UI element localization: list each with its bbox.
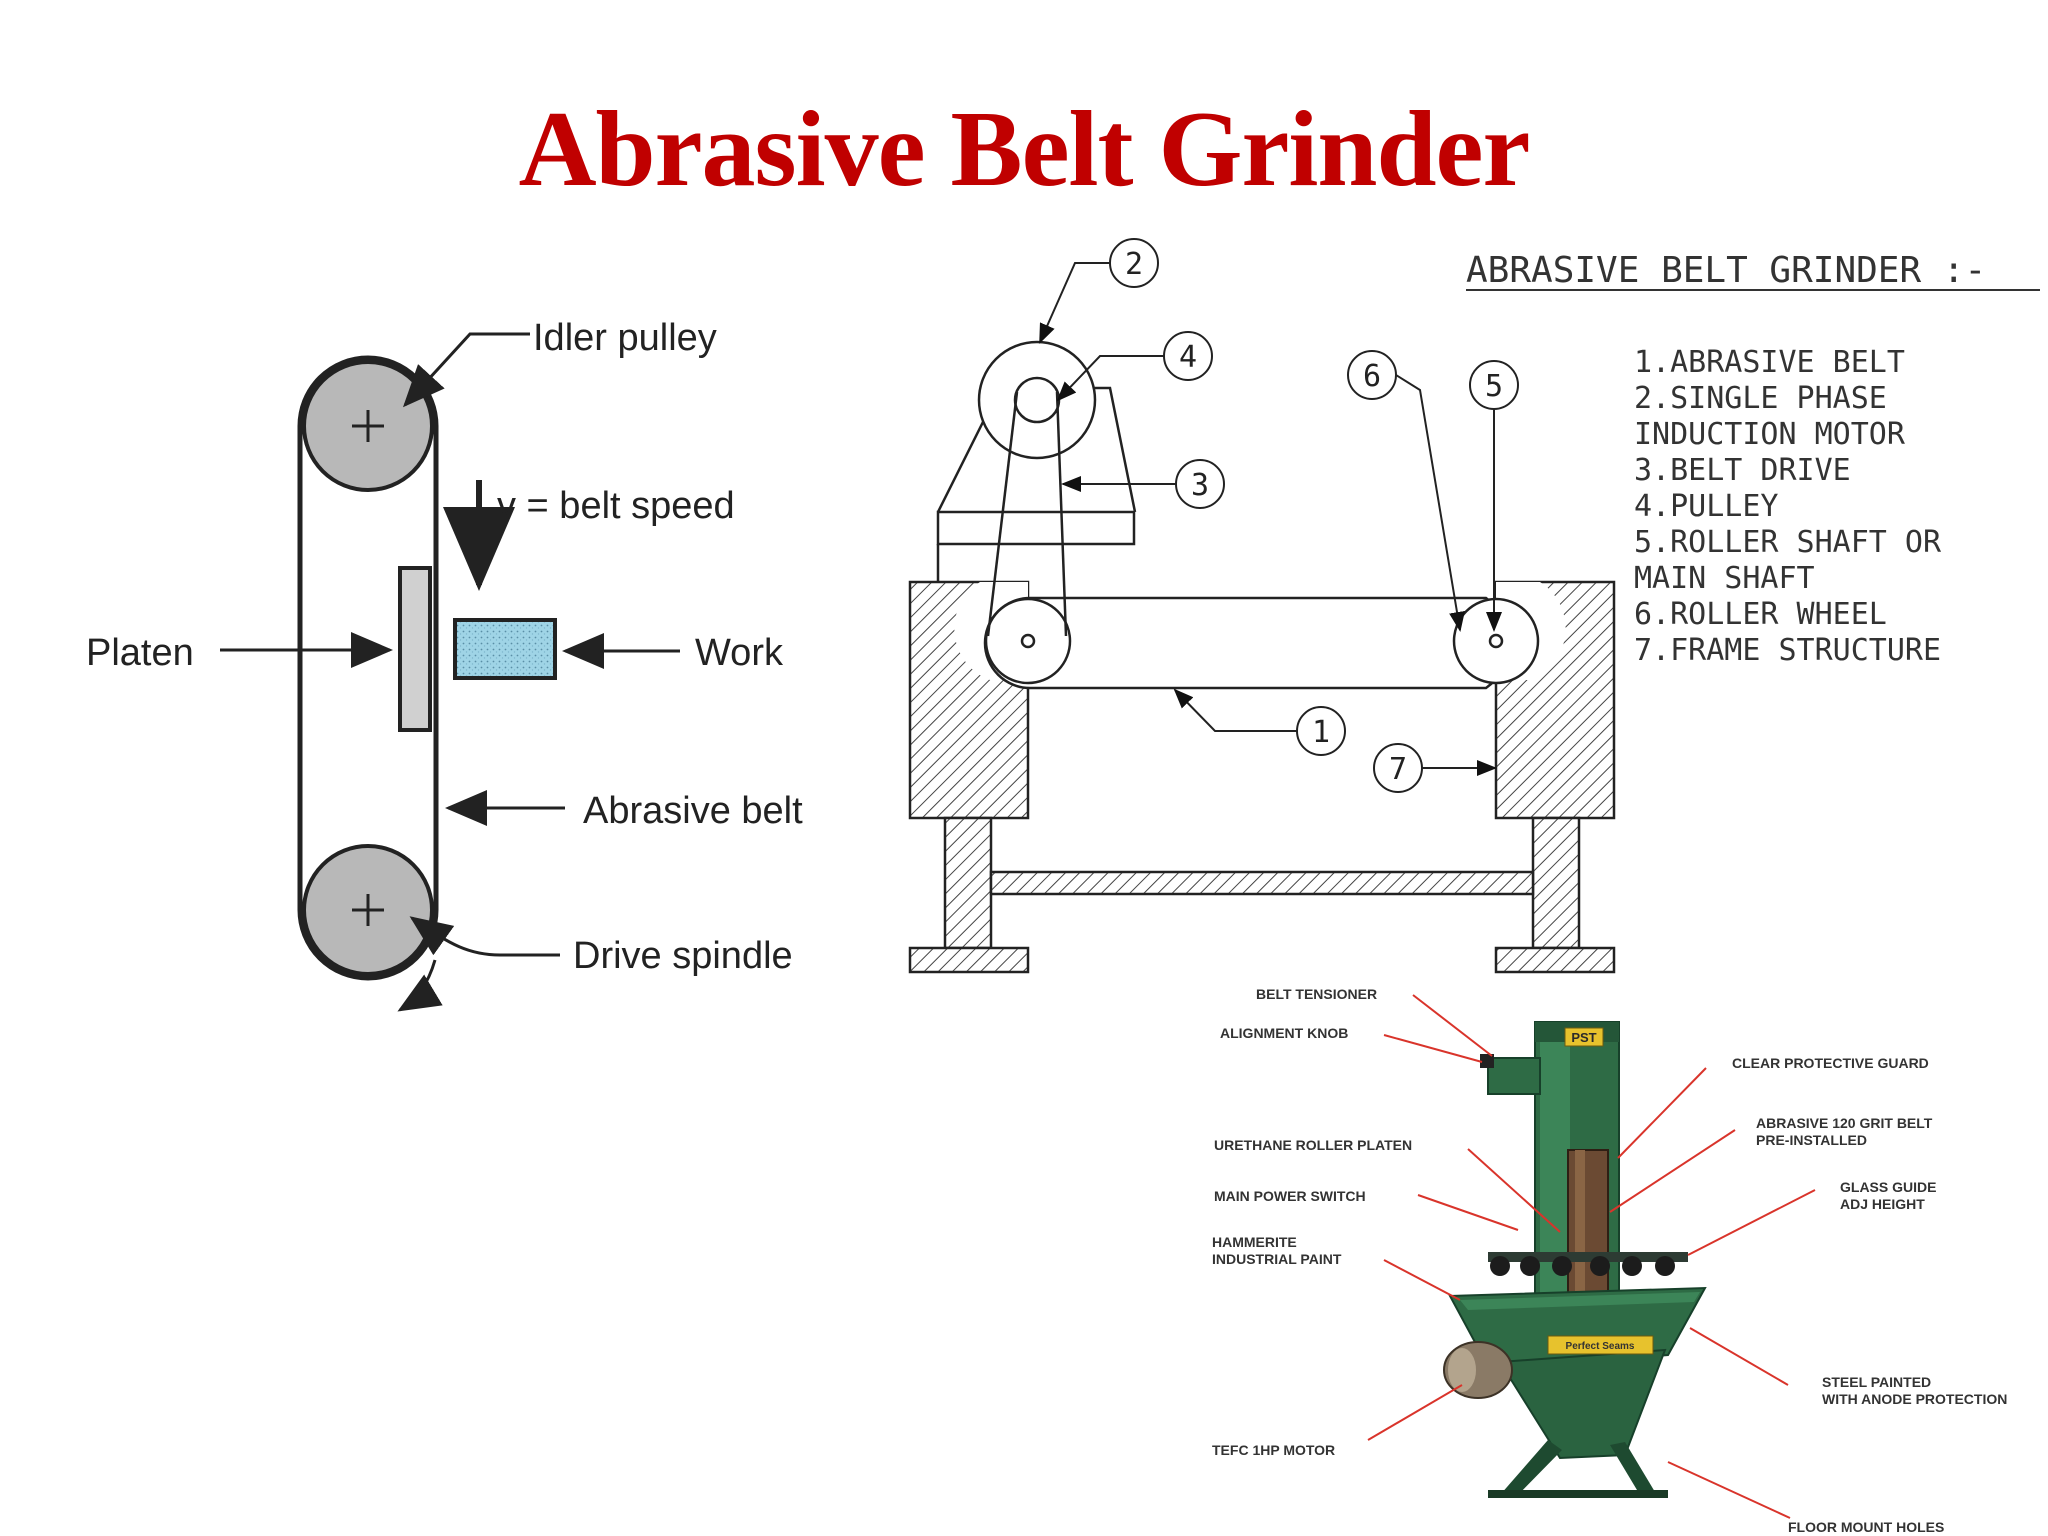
platen-plate <box>398 566 432 732</box>
legend-line: 2.SINGLE PHASE <box>1634 381 1887 416</box>
cad-left-roller <box>984 597 1072 685</box>
work-piece <box>453 618 557 680</box>
callout-urethane-roller-platen: URETHANE ROLLER PLATEN <box>1214 1137 1412 1153</box>
name-plate-text: Perfect Seams <box>1566 1341 1635 1352</box>
callout-steel-painted: STEEL PAINTED <box>1822 1374 1931 1390</box>
callout-industrial-paint: INDUSTRIAL PAINT <box>1212 1251 1342 1267</box>
photo-callout-labels: BELT TENSIONER ALIGNMENT KNOB URETHANE R… <box>1212 986 2007 1535</box>
legend-line: 7.FRAME STRUCTURE <box>1634 633 1941 668</box>
photo-leaders <box>1367 994 1816 1519</box>
label-work: Work <box>695 632 784 674</box>
rotation-arrow <box>397 959 443 1012</box>
callout-3: 3 <box>1191 468 1209 503</box>
frame-right-leg <box>1531 816 1581 950</box>
legend-line: INDUCTION MOTOR <box>1634 417 1906 452</box>
legend-line: 4.PULLEY <box>1634 489 1779 524</box>
legend-line: 3.BELT DRIVE <box>1634 453 1851 488</box>
machine-photo: PST Perfect Seams <box>1443 1021 1707 1498</box>
label-platen: Platen <box>86 632 194 674</box>
callout-hammerite: HAMMERITE <box>1212 1234 1297 1250</box>
callout-5: 5 <box>1485 369 1503 404</box>
legend-line: 6.ROLLER WHEEL <box>1634 597 1887 632</box>
cad-callout-numbers: 2 4 3 5 6 1 7 <box>1125 247 1503 787</box>
legend-line: 1.ABRASIVE BELT <box>1634 345 1905 380</box>
callout-anode-protection: WITH ANODE PROTECTION <box>1822 1391 2007 1407</box>
label-belt-speed: v = belt speed <box>497 485 735 527</box>
cad-drawing <box>908 238 1616 974</box>
legend-line: 5.ROLLER SHAFT OR <box>1634 525 1942 560</box>
slide-title: Abrasive Belt Grinder <box>518 90 1531 209</box>
callout-clear-guard: CLEAR PROTECTIVE GUARD <box>1732 1055 1929 1071</box>
callout-adj-height: ADJ HEIGHT <box>1840 1196 1925 1212</box>
label-drive-spindle: Drive spindle <box>573 935 793 977</box>
callout-glass-guide: GLASS GUIDE <box>1840 1179 1936 1195</box>
callout-6: 6 <box>1363 359 1381 394</box>
abrasive-belt-loop <box>297 355 439 981</box>
cad-roller-wheel <box>1452 597 1540 685</box>
callout-belt-tensioner: BELT TENSIONER <box>1256 986 1377 1002</box>
callout-pre-installed: PRE-INSTALLED <box>1756 1132 1867 1148</box>
frame-cross-beam <box>989 870 1535 896</box>
belt-schematic: Idler pulley v = belt speed Platen Work … <box>86 317 803 1012</box>
callout-tefc-motor: TEFC 1HP MOTOR <box>1212 1442 1335 1458</box>
callout-7: 7 <box>1389 752 1407 787</box>
callout-4: 4 <box>1179 340 1197 375</box>
callout-floor-mount: FLOOR MOUNT HOLES <box>1788 1519 1944 1535</box>
label-abrasive-belt: Abrasive belt <box>583 790 803 832</box>
label-idler-pulley: Idler pulley <box>533 317 717 359</box>
legend-line: MAIN SHAFT <box>1634 561 1815 596</box>
callout-1: 1 <box>1312 715 1330 750</box>
callout-2: 2 <box>1125 247 1143 282</box>
cad-legend: ABRASIVE BELT GRINDER :- 1.ABRASIVE BELT… <box>1466 250 2040 668</box>
callout-main-power-switch: MAIN POWER SWITCH <box>1214 1188 1366 1204</box>
frame-left-leg <box>943 816 993 950</box>
cad-heading: ABRASIVE BELT GRINDER :- <box>1466 250 1986 291</box>
brand-plate-text: PST <box>1571 1030 1596 1045</box>
callout-alignment-knob: ALIGNMENT KNOB <box>1220 1025 1348 1041</box>
callout-abrasive-grit: ABRASIVE 120 GRIT BELT <box>1756 1115 1933 1131</box>
cad-motor-pulley-inner <box>1013 376 1061 424</box>
